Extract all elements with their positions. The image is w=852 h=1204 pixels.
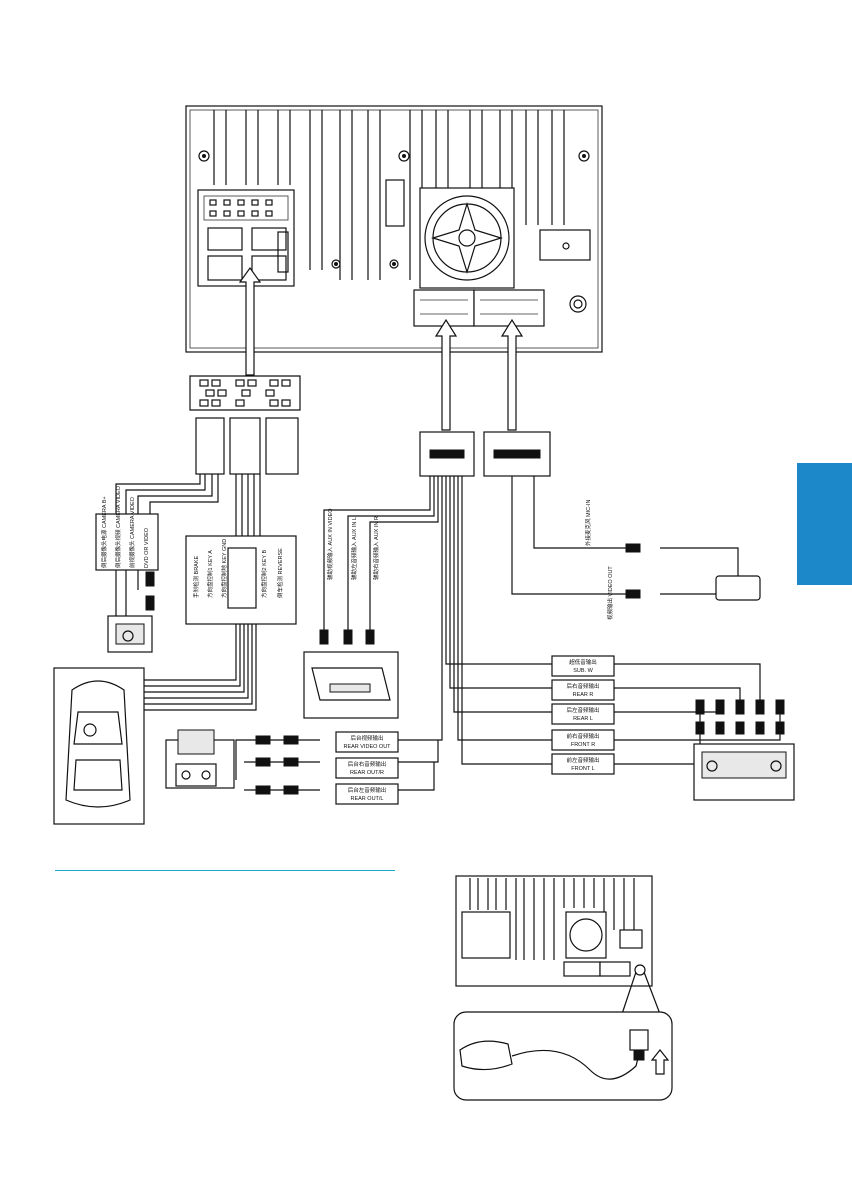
audio-output-labels: 超低音输出 SUB. W 后右音频输出 REAR R 后左音频输出 REAR L…	[551, 655, 615, 775]
aux-wires	[323, 476, 439, 630]
aux-label-2: 辅助右音频输入 AUX IN R	[372, 516, 380, 580]
audio-out-3-cn: 前右音频输出	[566, 732, 599, 740]
aux-labels: 辅助视频输入 AUX IN VIDEO 辅助左音频输入 AUX IN L 辅助右…	[326, 508, 380, 580]
amp-rca-plugs	[695, 699, 785, 735]
harness-junction: 手刹检测 BRAKE 方向盘控制1 KEY A 方向盘控制地 KEY GND 方…	[185, 535, 297, 625]
harness-label-3: 方向盘控制2 KEY B	[260, 549, 268, 598]
harness-label-4: 倒车检测 REVERSE	[276, 548, 284, 598]
gps-antenna-detail	[453, 1011, 673, 1101]
rear-out-0-en: REAR VIDEO OUT	[343, 744, 391, 750]
audio-out-1-en: REAR R	[573, 692, 594, 698]
audio-out-2-en: REAR L	[573, 716, 593, 722]
rear-out-2-cn: 后台左音频输出	[348, 786, 387, 794]
aux-plugs	[319, 629, 375, 645]
audio-wires	[445, 476, 781, 765]
rear-out-labels: 后台视频输出 REAR VIDEO OUT 后台右音频输出 REAR OUT/R…	[335, 731, 399, 805]
rca-plugs-camera	[145, 571, 155, 611]
rear-monitor-icon	[165, 729, 235, 789]
dvd-player-icon	[303, 651, 399, 719]
main-connector-plugs	[419, 431, 551, 477]
audio-out-1-cn: 后右音频输出	[566, 682, 599, 690]
rear-out-0-cn: 后台视频输出	[350, 734, 383, 742]
mic-label-0: 外接麦克风 MIC-IN	[584, 500, 592, 546]
audio-out-2-cn: 后左音频输出	[566, 706, 599, 714]
gps-label: 视频输出 VIDEO OUT	[606, 566, 614, 620]
audio-out-3-en: FRONT R	[571, 742, 595, 748]
camera-label-2: 前视摄像头 CAMERA VIDEO	[128, 496, 136, 568]
aux-label-1: 辅助左音频输入 AUX IN L	[350, 517, 358, 580]
mic-wires	[511, 476, 739, 595]
mic-label: 外接麦克风 MIC-IN	[584, 500, 592, 546]
camera-label-3: DVD OR VIDEO	[144, 527, 150, 568]
camera-icon	[107, 615, 153, 653]
audio-out-4-cn: 前左音频输出	[566, 756, 599, 764]
iso-plug	[189, 375, 301, 475]
camera-label-0: 倒后摄像头电源 CAMERA B+	[100, 496, 108, 568]
head-unit-rear-panel	[185, 105, 603, 353]
rear-out-plugs	[255, 735, 299, 795]
gps-unit-rear-panel	[455, 875, 653, 987]
gps-label-0: 视频输出 VIDEO OUT	[606, 566, 614, 620]
audio-out-0-en: SUB. W	[573, 668, 593, 674]
camera-labels: 倒后摄像头电源 CAMERA B+ 倒后摄像头视频 CAMERA VIDEO 前…	[95, 485, 159, 571]
amplifier-icon	[693, 743, 795, 801]
harness-label-2: 方向盘控制地 KEY GND	[220, 539, 228, 598]
harness-to-car-wires	[144, 624, 257, 711]
rear-out-2-en: REAR OUT/L	[350, 796, 383, 802]
rear-out-1-en: REAR OUT/R	[350, 770, 384, 776]
audio-out-4-en: FRONT L	[571, 766, 594, 772]
rear-out-1-cn: 后台右音频输出	[348, 760, 387, 768]
camera-label-1: 倒后摄像头视频 CAMERA VIDEO	[114, 485, 122, 568]
aux-label-0: 辅助视频输入 AUX IN VIDEO	[326, 508, 334, 580]
gps-callout-lines	[621, 971, 661, 1015]
audio-out-0-cn: 超低音输出	[569, 658, 597, 666]
section-tab	[797, 463, 852, 585]
section-separator	[55, 870, 395, 871]
car-top-view-icon	[53, 667, 145, 825]
harness-label-0: 手刹检测 BRAKE	[192, 555, 200, 598]
antenna-box-icon	[715, 575, 761, 601]
harness-label-1: 方向盘控制1 KEY A	[206, 550, 214, 598]
mic-connectors	[625, 543, 641, 599]
connector-arrows	[238, 266, 524, 431]
